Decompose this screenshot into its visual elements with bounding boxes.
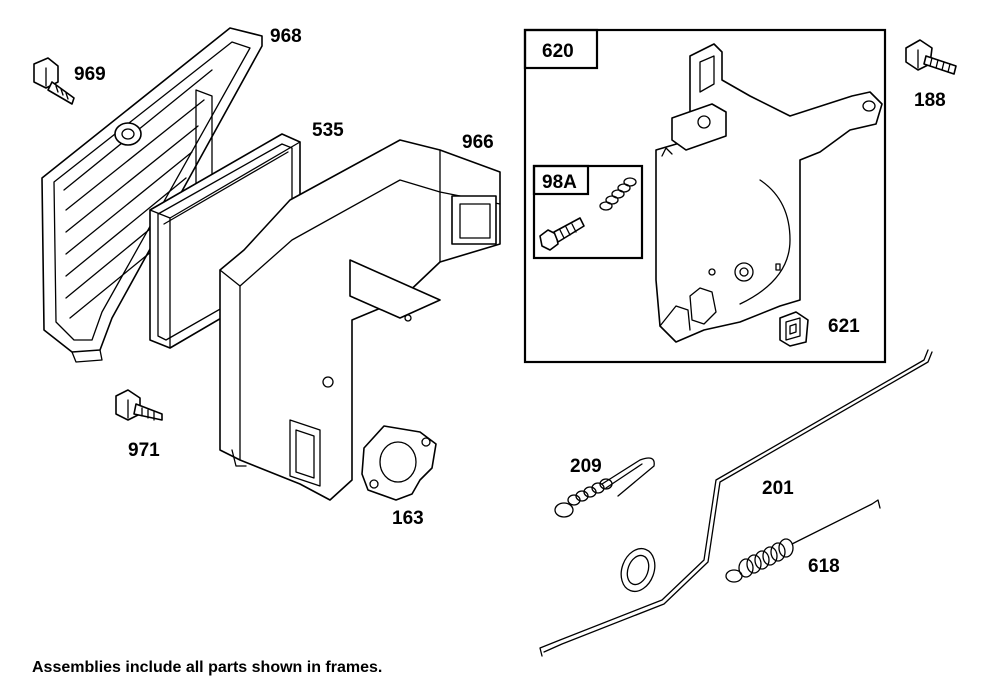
frame-label-620: 620 [542,41,574,62]
frame-label-98A: 98A [542,172,577,193]
part-966-air-cleaner-base [219,139,501,501]
part-618-extension-spring [725,499,881,583]
label-966: 966 [462,132,494,153]
label-968: 968 [270,26,302,47]
label-621: 621 [828,316,860,337]
footnote: Assemblies include all parts shown in fr… [32,659,382,676]
part-188-screw [905,39,957,75]
part-163-gasket [361,425,437,501]
label-971: 971 [128,440,160,461]
part-209-governor-spring [554,457,655,518]
label-618: 618 [808,556,840,577]
label-201: 201 [762,478,794,499]
label-163: 163 [392,508,424,529]
label-209: 209 [570,456,602,477]
part-969-screw [33,57,75,105]
assembly-620-frame [523,28,887,364]
label-535: 535 [312,120,344,141]
label-969: 969 [74,64,106,85]
assembly-98A-frame [532,164,644,260]
part-535-air-filter [149,133,301,349]
part-621-clip [779,311,809,347]
label-188: 188 [914,90,946,111]
part-968-air-cleaner-cover [41,27,263,363]
part-971-screw [115,389,163,421]
part-201-governor-rod [539,349,933,657]
